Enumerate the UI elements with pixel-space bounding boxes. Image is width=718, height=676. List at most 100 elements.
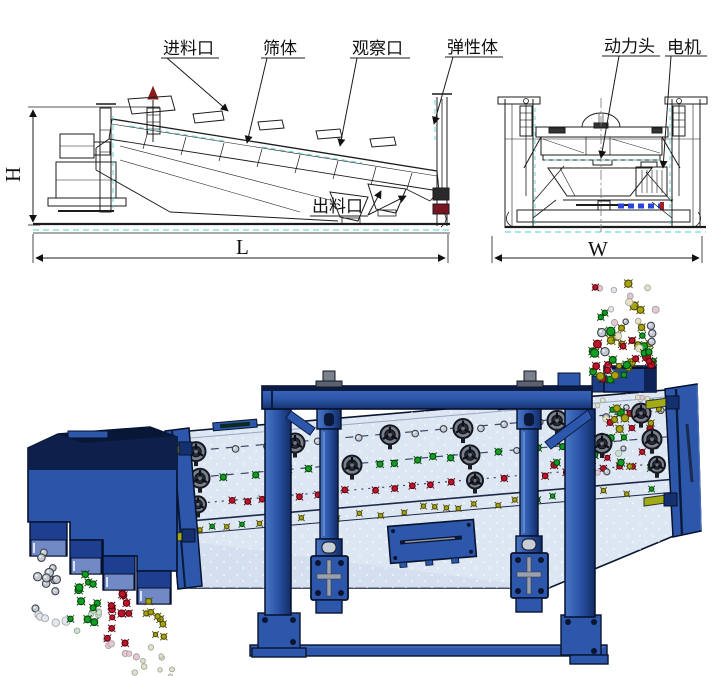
particle	[146, 608, 155, 617]
particle	[80, 570, 90, 579]
particle	[431, 503, 439, 511]
handwheel	[641, 428, 663, 454]
label-feed-inlet: 进料口	[163, 39, 214, 58]
particle	[612, 403, 622, 413]
discharge-head	[27, 426, 178, 605]
particle	[620, 370, 628, 379]
tension-clamp	[645, 395, 680, 410]
side-base-frame	[32, 222, 450, 263]
particle	[52, 574, 62, 584]
particle	[548, 492, 557, 500]
particle	[231, 445, 240, 453]
end-right-column	[664, 96, 708, 228]
particle	[617, 324, 626, 333]
particle	[390, 484, 399, 493]
particle	[610, 370, 620, 380]
particle	[208, 522, 216, 531]
particle	[158, 653, 164, 659]
particle	[635, 394, 641, 401]
particle	[41, 614, 50, 623]
particle	[117, 608, 127, 618]
tension-clamp	[643, 492, 678, 507]
particle	[494, 447, 503, 456]
particle	[355, 509, 363, 517]
particle	[371, 486, 380, 495]
particle	[592, 339, 603, 349]
discharge-spout	[29, 521, 68, 557]
particle	[159, 632, 168, 641]
side-hopper	[95, 138, 440, 225]
particle	[608, 355, 618, 365]
label-observation-port: 观察口	[352, 39, 403, 58]
particle	[31, 604, 40, 613]
particle	[597, 327, 607, 338]
discharge-funnel	[329, 191, 369, 222]
particle	[511, 496, 519, 504]
support-frame	[249, 370, 609, 665]
particle	[603, 366, 612, 375]
particle	[622, 318, 629, 326]
particle	[41, 573, 51, 583]
particle	[500, 420, 508, 429]
particle	[500, 474, 509, 483]
particle	[600, 347, 610, 357]
particle	[622, 360, 632, 370]
particle	[634, 317, 642, 325]
particle	[646, 419, 655, 428]
particle	[88, 579, 98, 589]
particle	[117, 589, 127, 599]
particle	[603, 468, 611, 476]
side-view-drawing	[28, 85, 452, 263]
particle	[614, 332, 622, 340]
particle	[594, 402, 601, 409]
particle	[591, 283, 600, 292]
frame-brace	[544, 409, 593, 450]
particle	[219, 473, 228, 482]
particle	[610, 319, 619, 327]
particle	[605, 375, 615, 385]
particle	[477, 424, 485, 433]
discharge-spout	[102, 555, 136, 591]
particle	[151, 630, 160, 639]
particle	[297, 514, 305, 522]
particle	[411, 429, 420, 438]
particle	[223, 523, 231, 531]
particle	[354, 433, 363, 442]
particle	[607, 306, 615, 313]
particle	[648, 329, 657, 338]
particle	[619, 342, 628, 351]
particle	[594, 469, 601, 476]
particle	[628, 424, 636, 432]
particle	[626, 292, 634, 300]
feed-particle-stream	[588, 279, 660, 385]
particle	[153, 612, 162, 621]
dim-height: H	[1, 167, 25, 182]
particle	[620, 433, 628, 442]
particle	[83, 614, 93, 624]
particle	[647, 337, 656, 346]
feed-box-sketch	[127, 95, 176, 115]
particle	[589, 348, 600, 359]
particle	[400, 509, 408, 517]
particle	[107, 640, 115, 648]
particle	[513, 446, 521, 455]
particle	[251, 470, 260, 480]
particle	[408, 481, 417, 490]
particle	[158, 620, 167, 629]
dim-width: W	[588, 237, 608, 261]
particle	[638, 331, 647, 340]
particle	[623, 490, 631, 498]
particle	[494, 501, 502, 509]
label-screen-body: 筛体	[263, 39, 297, 58]
dim-length: L	[236, 235, 249, 259]
particle	[238, 520, 246, 528]
particle	[167, 673, 174, 676]
particle	[454, 504, 462, 513]
frame-right-leg	[560, 408, 609, 665]
handwheel	[648, 455, 666, 478]
handwheel	[591, 433, 613, 459]
particle	[140, 657, 146, 664]
side-screen-box	[108, 95, 440, 192]
particle	[644, 347, 654, 357]
